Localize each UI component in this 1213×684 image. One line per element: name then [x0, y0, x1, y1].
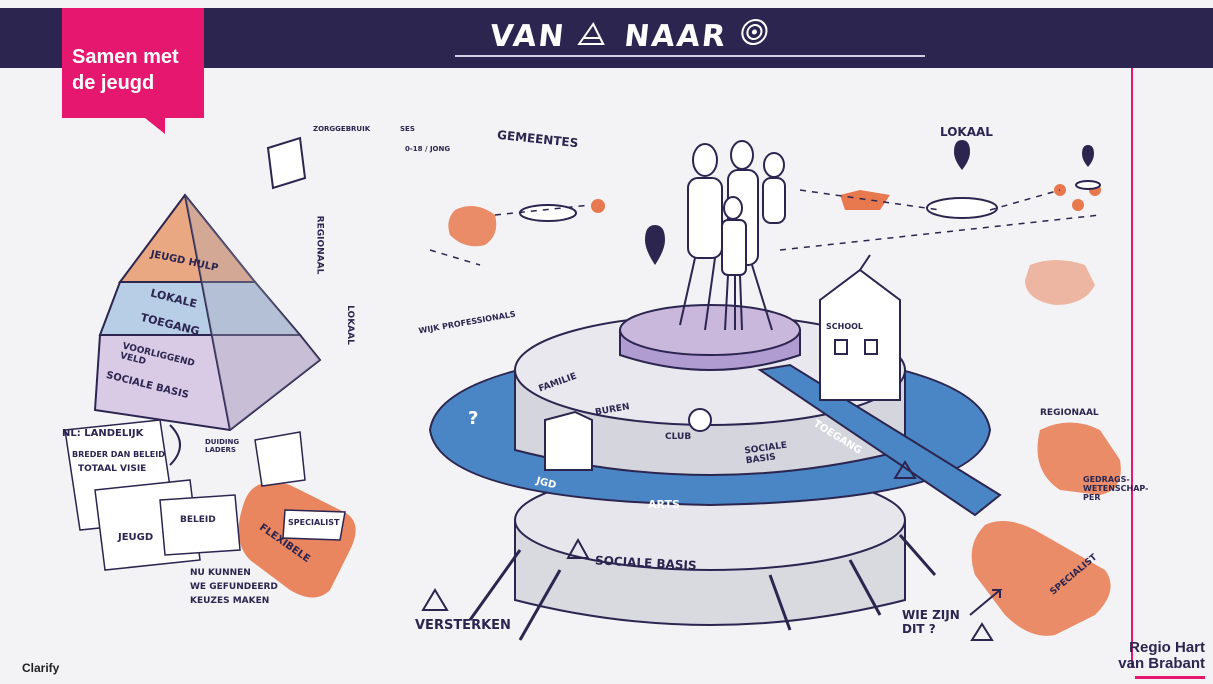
orange-puzzle-right	[1037, 422, 1121, 495]
gedragswetenschapper-label: GEDRAGS- WETENSCHAP- PER	[1083, 475, 1149, 502]
question-mark-label: ?	[468, 408, 479, 429]
pyramid	[93, 193, 322, 432]
arrows	[169, 424, 1003, 616]
regio-logo: Regio Hart van Brabant	[1105, 640, 1205, 672]
target-icon	[738, 18, 776, 54]
clarify-brand: Clarify	[22, 661, 60, 675]
wie-zijn-dit-label: WIE ZIJN DIT ?	[902, 608, 960, 636]
ouders-label: 0-18 / JONG	[405, 145, 451, 153]
lokaal-vertical-label: LOKAAL	[344, 305, 355, 345]
connector-lines	[429, 189, 1101, 266]
keuzes-maken-label: KEUZES MAKEN	[190, 596, 270, 606]
specialist-left-label: SPECIALIST	[288, 518, 340, 527]
totaal-visie-label: TOTAAL VISIE	[78, 464, 147, 474]
school-house	[819, 254, 901, 401]
laptop-icon	[266, 136, 307, 190]
duiding-label: DUIDING LADERS	[205, 438, 240, 454]
title-underline	[455, 55, 925, 57]
orange-dot	[591, 199, 605, 213]
warning-triangles	[421, 460, 994, 641]
regionaal-label: REGIONAAL	[1040, 408, 1099, 418]
pink-divider-line	[1131, 68, 1133, 668]
lokaal-label: LOKAAL	[940, 125, 993, 139]
zorggebruik-label: ZORGGEBRUIK	[313, 125, 371, 133]
central-platform	[428, 304, 1002, 626]
logo-line-2: van Brabant	[1118, 655, 1205, 672]
soccer-ball-icon	[688, 408, 712, 432]
round-tables	[519, 180, 1101, 222]
tag-line-1: Samen met	[72, 46, 179, 68]
tag-text: Samen met de jeugd	[72, 44, 179, 96]
logo-underline	[1135, 676, 1205, 679]
page-title: VAN NAAR	[488, 18, 775, 54]
office-building	[544, 410, 593, 471]
nl-landelijk-label: NL: LANDELIJK	[62, 428, 144, 439]
paper-sheets	[64, 419, 306, 571]
specialist-card	[282, 509, 346, 541]
breder-label: BREDER DAN BELEID	[72, 450, 165, 459]
tag-tail	[145, 118, 165, 134]
ses-label: SES	[400, 125, 415, 133]
club-label: CLUB	[665, 432, 692, 442]
platform-legs	[468, 534, 937, 641]
orange-puzzle-top	[448, 206, 497, 247]
arts-label: ARTS	[648, 498, 680, 511]
regionaal-vertical-label: REGIONAAL	[314, 215, 325, 275]
nu-kunnen-label: NU KUNNEN	[190, 568, 251, 578]
logo-line-1: Regio Hart	[1129, 639, 1205, 656]
orange-puzzle-right-top	[1025, 260, 1095, 305]
samen-met-de-jeugd-tag: Samen met de jeugd	[62, 8, 204, 118]
orange-puzzle-bottom-right	[971, 521, 1111, 636]
warning-triangle-icon	[576, 19, 614, 54]
jeugd-label: JEUGD	[118, 532, 154, 543]
school-label: SCHOOL	[826, 322, 864, 331]
family-figures	[679, 140, 786, 331]
location-pins	[645, 140, 1094, 265]
orange-dot	[1072, 199, 1084, 211]
we-gefundeerd-label: WE GEFUNDEERD	[190, 582, 278, 592]
versterken-label: VERSTERKEN	[415, 618, 511, 633]
tag-line-2: de jeugd	[72, 72, 155, 94]
beleid-label: BELEID	[180, 515, 216, 525]
